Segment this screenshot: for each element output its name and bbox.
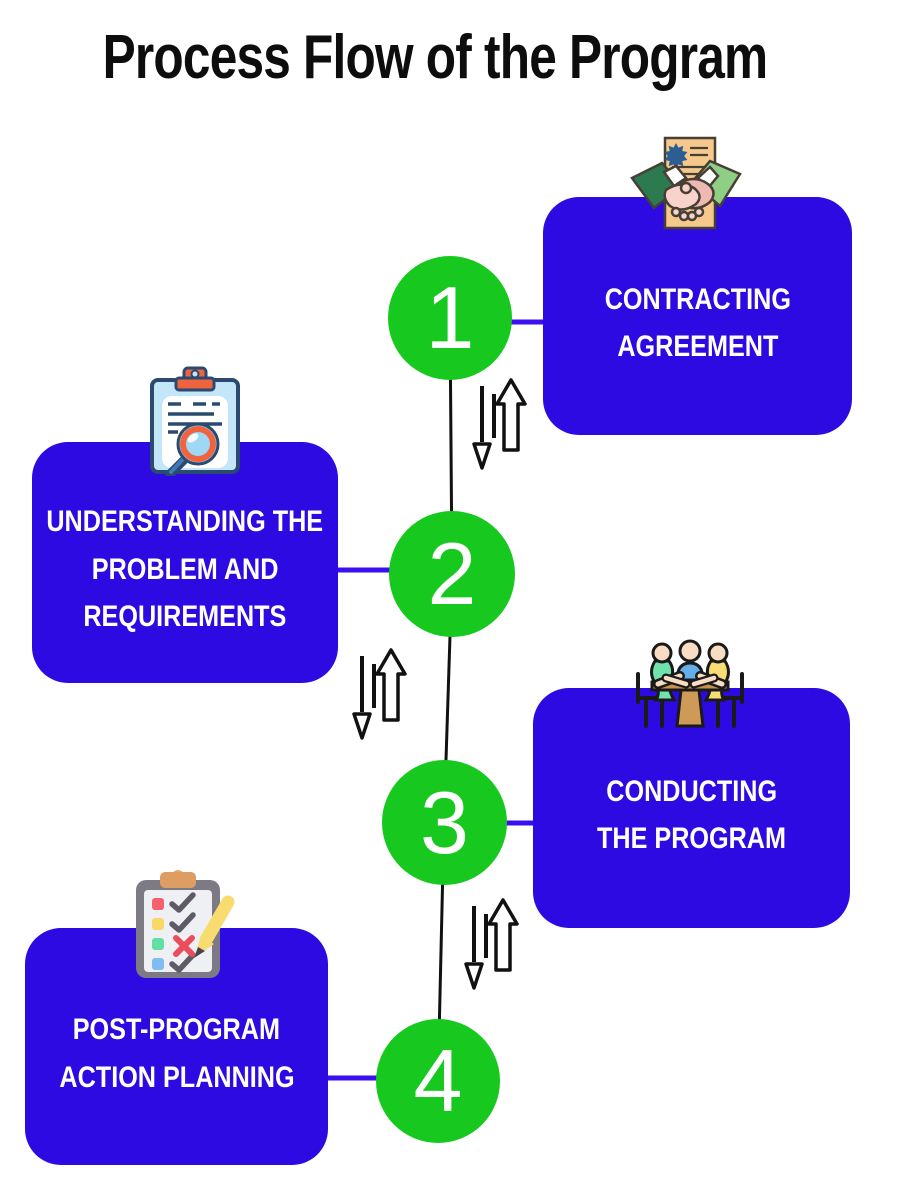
- meeting-discussion-icon: [636, 639, 744, 728]
- transfer-arrows-icon: [352, 648, 407, 740]
- step-label-line: CONTRACTING: [604, 282, 791, 316]
- step-label-line: PROBLEM AND: [91, 552, 279, 586]
- step-label-line: REQUIREMENTS: [83, 600, 287, 634]
- step-label-line: THE PROGRAM: [597, 822, 786, 855]
- transfer-arrows-icon: [472, 378, 527, 470]
- step-label-line: ACTION PLANNING: [58, 1060, 295, 1094]
- step-number: 4: [413, 1031, 463, 1130]
- step-number-circle-1: 1: [388, 256, 512, 380]
- step-number-circle-3: 3: [382, 760, 507, 885]
- step-box-understanding-problem: UNDERSTANDING THE PROBLEM AND REQUIREMEN…: [32, 442, 338, 683]
- step-number: 3: [420, 772, 469, 872]
- step-number: 1: [425, 268, 475, 367]
- step-number-circle-2: 2: [389, 511, 515, 637]
- step-box-conducting-program: CONDUCTING THE PROGRAM: [533, 688, 850, 928]
- step-label-line: UNDERSTANDING THE: [46, 505, 324, 539]
- step-box-contracting-agreement: CONTRACTING AGREEMENT: [543, 197, 852, 435]
- step-label-line: POST-PROGRAM: [72, 1013, 281, 1047]
- step-label-line: CONDUCTING: [606, 774, 777, 808]
- checklist-pencil-icon: [136, 870, 235, 978]
- handshake-contract-icon: [630, 136, 742, 230]
- step-number-circle-4: 4: [376, 1019, 500, 1143]
- step-number: 2: [427, 524, 477, 623]
- clipboard-magnifier-icon: [150, 366, 240, 476]
- transfer-arrows-icon: [464, 898, 519, 990]
- page-title: Process Flow of the Program: [102, 23, 768, 92]
- step-label-line: AGREEMENT: [616, 330, 779, 363]
